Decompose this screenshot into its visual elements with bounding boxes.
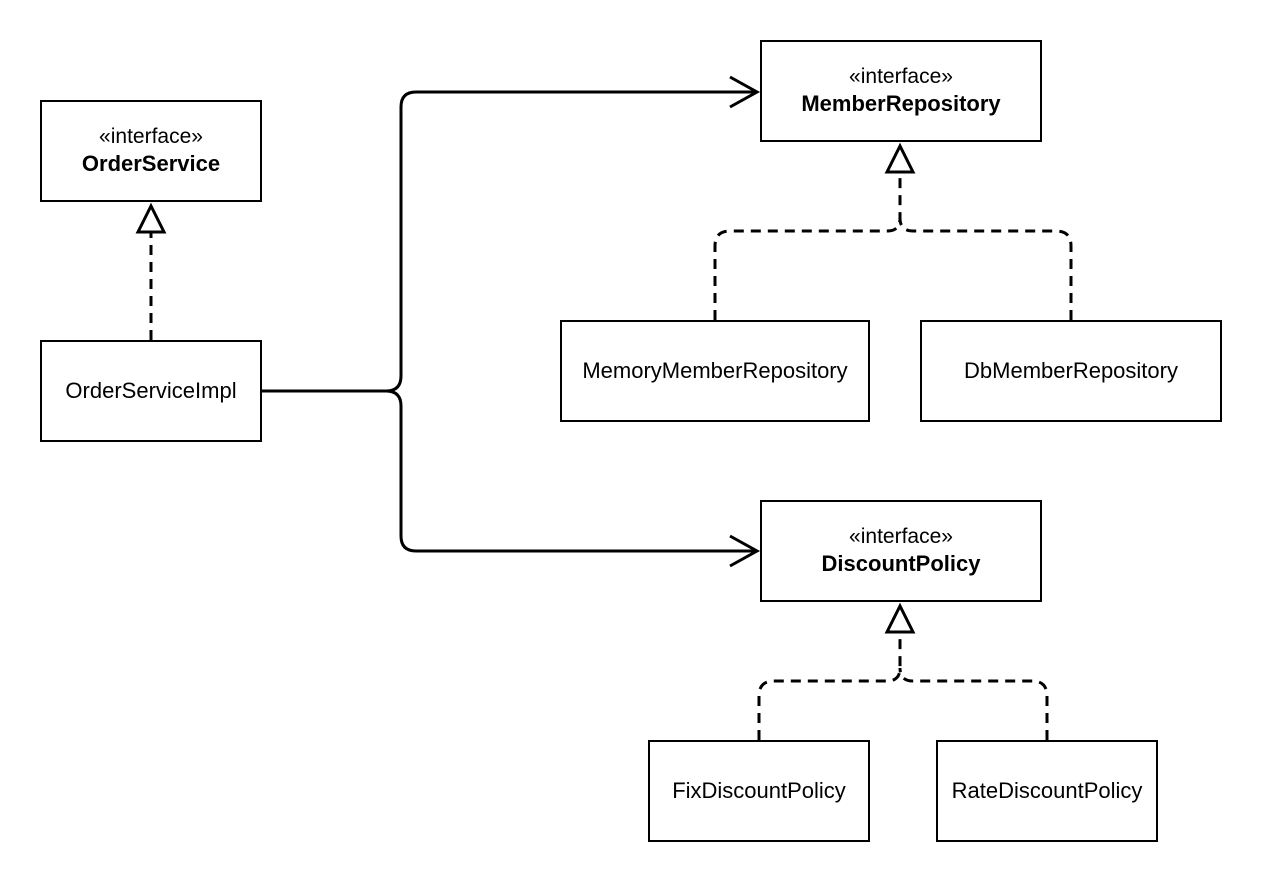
class-rate-discount-policy[interactable]: RateDiscountPolicy bbox=[936, 740, 1158, 842]
class-name-db-member-repository: DbMemberRepository bbox=[964, 358, 1178, 384]
class-db-member-repository[interactable]: DbMemberRepository bbox=[920, 320, 1222, 422]
interface-name-member-repository: MemberRepository bbox=[801, 91, 1001, 117]
realization-line-fix-discount-policy bbox=[757, 632, 902, 740]
realization-arrowhead-order-service bbox=[135, 202, 167, 234]
realization-line-memory-member-repository bbox=[713, 172, 902, 320]
realization-arrowhead-member-repository bbox=[884, 142, 916, 174]
stereotype-label: «interface» bbox=[849, 525, 953, 549]
class-fix-discount-policy[interactable]: FixDiscountPolicy bbox=[648, 740, 870, 842]
class-name-memory-member-repository: MemoryMemberRepository bbox=[582, 358, 848, 384]
realization-arrowhead-discount-policy bbox=[884, 602, 916, 634]
association-line-member-repository bbox=[262, 90, 757, 393]
class-name-fix-discount-policy: FixDiscountPolicy bbox=[672, 778, 846, 804]
association-line-discount-policy bbox=[385, 389, 757, 553]
class-order-service-impl[interactable]: OrderServiceImpl bbox=[40, 340, 262, 442]
realization-line-rate-discount-policy bbox=[898, 667, 1049, 740]
realization-line-db-member-repository bbox=[898, 217, 1073, 320]
class-name-order-service-impl: OrderServiceImpl bbox=[65, 378, 237, 404]
interface-order-service[interactable]: «interface» OrderService bbox=[40, 100, 262, 202]
stereotype-label: «interface» bbox=[99, 125, 203, 149]
interface-member-repository[interactable]: «interface» MemberRepository bbox=[760, 40, 1042, 142]
class-name-rate-discount-policy: RateDiscountPolicy bbox=[951, 778, 1143, 804]
stereotype-label: «interface» bbox=[849, 65, 953, 89]
interface-name-discount-policy: DiscountPolicy bbox=[821, 551, 981, 577]
interface-discount-policy[interactable]: «interface» DiscountPolicy bbox=[760, 500, 1042, 602]
interface-name-order-service: OrderService bbox=[81, 151, 221, 177]
association-arrowhead-member-repository bbox=[729, 75, 761, 109]
association-arrowhead-discount-policy bbox=[729, 534, 761, 568]
class-memory-member-repository[interactable]: MemoryMemberRepository bbox=[560, 320, 870, 422]
